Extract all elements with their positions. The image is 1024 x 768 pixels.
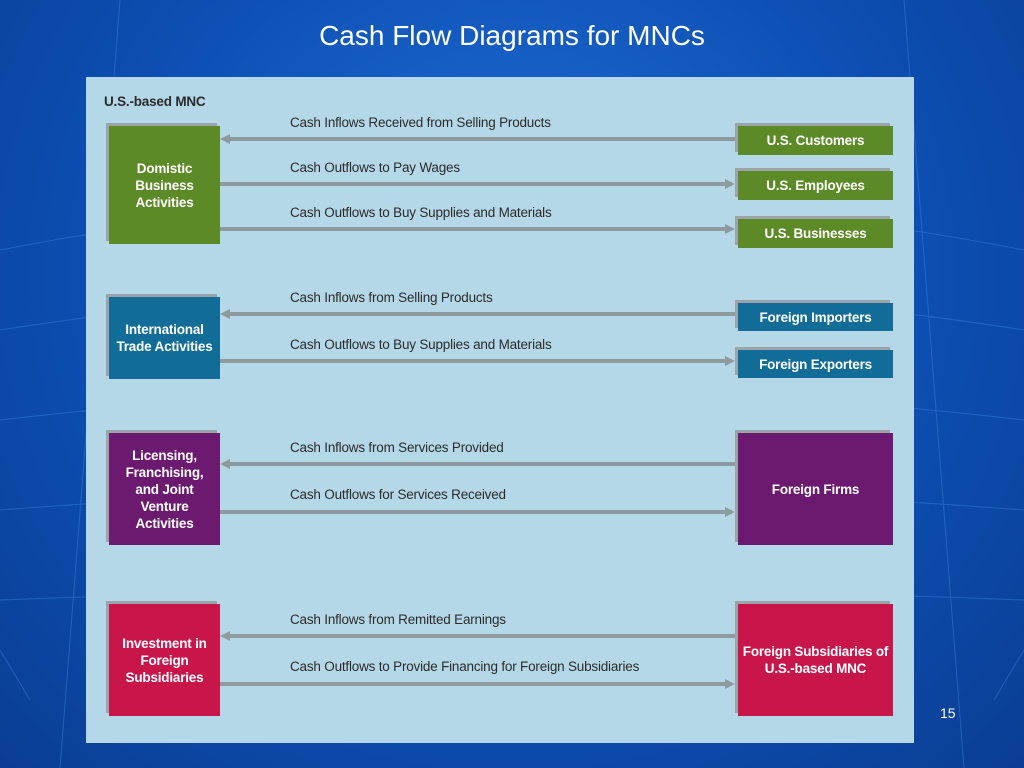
arrow-outflow-services (220, 510, 727, 514)
flow-label: Cash Inflows from Services Provided (290, 440, 504, 455)
arrow-inflow-services (228, 462, 735, 466)
us-businesses-box: U.S. Businesses (738, 219, 893, 248)
arrowhead-outflow-employees (725, 179, 735, 189)
domestic-activities-box: Domistic Business Activities (109, 126, 220, 244)
arrowhead-inflow-earnings (220, 631, 230, 641)
org-label: U.S.-based MNC (104, 94, 206, 109)
us-customers-box: U.S. Customers (738, 126, 893, 155)
flow-label: Cash Inflows Received from Selling Produ… (290, 115, 551, 130)
licensing-activities-box: Licensing, Franchising, and Joint Ventur… (109, 433, 220, 545)
arrowhead-inflow-importers (220, 309, 230, 319)
arrow-inflow-customers (228, 137, 735, 141)
arrow-outflow-businesses (220, 227, 727, 231)
arrowhead-outflow-financing (725, 679, 735, 689)
flow-label: Cash Outflows for Services Received (290, 487, 506, 502)
arrow-outflow-exporters (220, 359, 727, 363)
arrow-inflow-importers (228, 312, 735, 316)
arrowhead-inflow-services (220, 459, 230, 469)
flow-label: Cash Inflows from Selling Products (290, 290, 493, 305)
page-number: 15 (940, 705, 956, 721)
arrowhead-inflow-customers (220, 134, 230, 144)
investment-subsidiaries-box: Investment in Foreign Subsidiaries (109, 604, 220, 716)
flow-label: Cash Outflows to Pay Wages (290, 160, 460, 175)
flow-arrows (220, 134, 735, 689)
arrowhead-outflow-services (725, 507, 735, 517)
slide-title: Cash Flow Diagrams for MNCs (319, 20, 705, 51)
foreign-exporters-box: Foreign Exporters (738, 350, 893, 378)
foreign-importers-box: Foreign Importers (738, 303, 893, 331)
cash-flow-diagram: U.S.-based MNC Domistic (86, 77, 914, 743)
arrowhead-outflow-exporters (725, 356, 735, 366)
flow-label: Cash Outflows to Buy Supplies and Materi… (290, 205, 552, 220)
flow-label: Cash Outflows to Provide Financing for F… (290, 659, 640, 674)
foreign-subsidiaries-box: Foreign Subsidiaries of U.S.-based MNC (738, 604, 893, 716)
arrowhead-outflow-businesses (725, 224, 735, 234)
arrow-inflow-earnings (228, 634, 735, 638)
us-employees-box: U.S. Employees (738, 171, 893, 200)
foreign-firms-box: Foreign Firms (738, 433, 893, 545)
international-trade-box: International Trade Activities (109, 297, 220, 379)
arrow-outflow-financing (220, 682, 727, 686)
flow-label: Cash Inflows from Remitted Earnings (290, 612, 506, 627)
arrow-outflow-employees (220, 182, 727, 186)
flow-label: Cash Outflows to Buy Supplies and Materi… (290, 337, 552, 352)
